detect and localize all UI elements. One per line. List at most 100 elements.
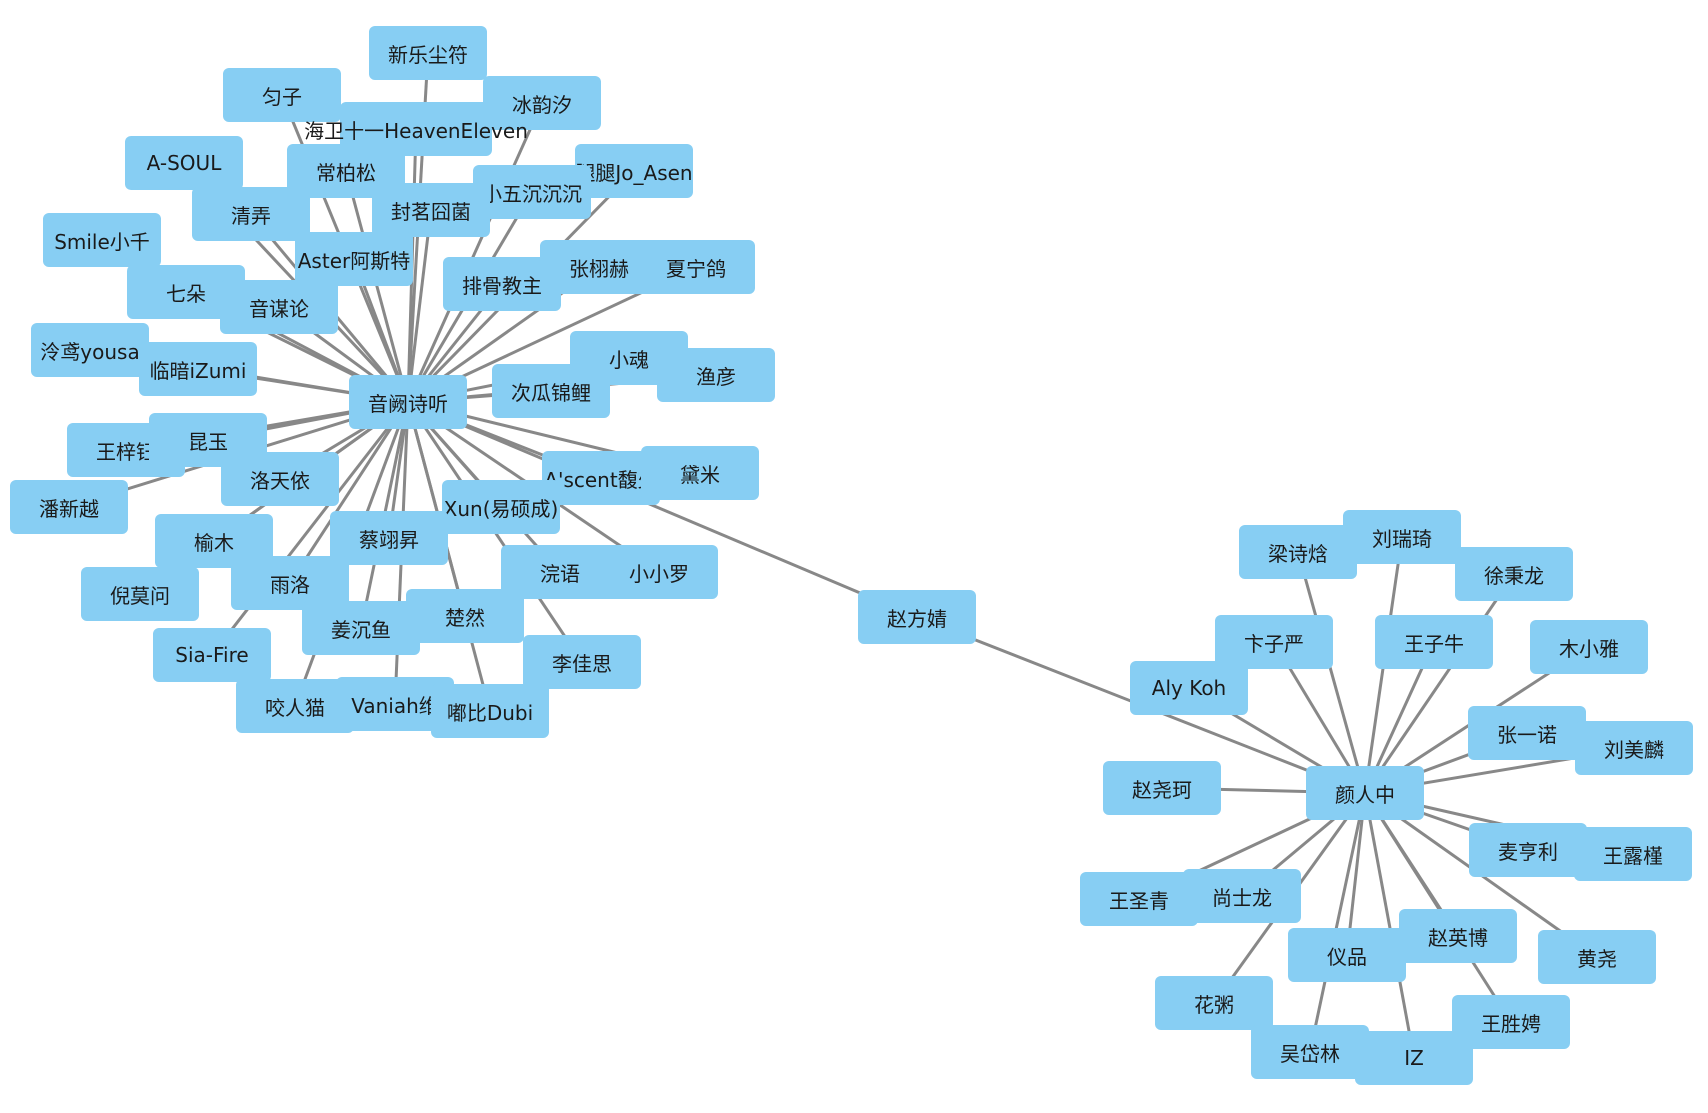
node-siafire[interactable]: Sia-Fire: [153, 628, 271, 682]
edge-yanrz-wudailin: [1308, 792, 1367, 1053]
node-smile[interactable]: Smile小千: [43, 213, 161, 267]
node-label: 清弄: [231, 203, 271, 228]
node-qingnong[interactable]: 清弄: [192, 187, 310, 241]
edge-yanrz-iz: [1363, 792, 1416, 1059]
node-label: Xun(易硕成): [443, 496, 559, 521]
edge-yanrz-wangshp: [1363, 792, 1513, 1023]
node-label: 颜人中: [1335, 782, 1395, 807]
node-aster[interactable]: Aster阿斯特: [295, 232, 413, 286]
node-label: Vaniah维: [351, 693, 439, 718]
node-label: 花粥: [1194, 992, 1234, 1017]
node-luotianyi[interactable]: 洛天依: [221, 452, 339, 506]
node-label: 夏宁鸽: [666, 256, 726, 281]
node-label: 尚士龙: [1212, 885, 1272, 910]
node-label: 王露槿: [1603, 843, 1663, 868]
edge-yinlan-bingyx: [406, 102, 544, 403]
node-label: 排骨教主: [462, 273, 542, 298]
node-lengyuan[interactable]: 泠鸢yousa: [31, 323, 149, 377]
node-bingyx[interactable]: 冰韵汐: [483, 76, 601, 130]
node-liuruiqi[interactable]: 刘瑞琦: [1343, 510, 1461, 564]
node-yinlan[interactable]: 音阙诗听: [349, 375, 467, 429]
edge-yinlan-zhaofj: [407, 400, 918, 619]
node-zhangyn[interactable]: 张一诺: [1468, 706, 1586, 760]
node-label: 泠鸢yousa: [40, 339, 140, 364]
node-label: 黄尧: [1577, 946, 1617, 971]
node-label: 赵英博: [1428, 925, 1488, 950]
edge-yinlan-dubi: [406, 401, 492, 712]
node-label: 七朵: [166, 281, 206, 306]
node-panxy[interactable]: 潘新越: [10, 480, 128, 534]
node-label: IZ: [1404, 1046, 1424, 1070]
node-zhaoyk[interactable]: 赵尧珂: [1103, 761, 1221, 815]
node-label: 王圣青: [1109, 888, 1169, 913]
node-label: A-SOUL: [146, 151, 222, 175]
node-muxiaoya[interactable]: 木小雅: [1530, 620, 1648, 674]
node-label: 音谋论: [249, 296, 309, 321]
node-yinmou[interactable]: 音谋论: [220, 280, 338, 334]
node-label: 小五沉沉沉: [482, 181, 582, 206]
node-label: 赵方婧: [887, 606, 947, 631]
node-label: 匀子: [262, 84, 302, 109]
node-label: 渔彦: [696, 364, 736, 389]
node-wangsq[interactable]: 王圣青: [1080, 872, 1198, 926]
node-label: 雨洛: [270, 572, 310, 597]
node-label: 赵尧珂: [1132, 777, 1192, 802]
node-zhaoyb[interactable]: 赵英博: [1399, 909, 1517, 963]
node-label: 新乐尘符: [388, 42, 468, 67]
edge-yinlan-changbs: [344, 170, 410, 403]
node-label: 临暗iZumi: [149, 358, 247, 383]
node-huangyao[interactable]: 黄尧: [1538, 930, 1656, 984]
node-label: Aster阿斯特: [297, 248, 411, 273]
node-tuitui[interactable]: 腿腿Jo_Asen: [575, 144, 693, 198]
node-caixs[interactable]: 蔡翊昇: [330, 511, 448, 565]
node-label: 昆玉: [188, 429, 228, 454]
node-xiaoxl[interactable]: 小小罗: [600, 545, 718, 599]
node-wangzn[interactable]: 王子牛: [1375, 615, 1493, 669]
node-xiaowu[interactable]: 小五沉沉沉: [473, 165, 591, 219]
node-ciguajl[interactable]: 次瓜锦鲤: [492, 364, 610, 418]
node-label: 倪莫问: [110, 583, 170, 608]
edge-yanrz-xubl: [1363, 573, 1516, 794]
node-label: 卞子严: [1244, 631, 1304, 656]
node-label: Sia-Fire: [175, 643, 249, 667]
node-label: 黛米: [680, 462, 720, 487]
node-dubi[interactable]: 嘟比Dubi: [431, 684, 549, 738]
node-label: 王子牛: [1404, 631, 1464, 656]
node-linan[interactable]: 临暗iZumi: [139, 342, 257, 396]
node-yunzi[interactable]: 匀子: [223, 68, 341, 122]
node-label: 刘美麟: [1604, 737, 1664, 762]
node-label: 仪品: [1327, 944, 1367, 969]
node-yuyan[interactable]: 渔彦: [657, 348, 775, 402]
node-chuaran[interactable]: 楚然: [406, 589, 524, 643]
node-xun[interactable]: Xun(易硕成): [442, 480, 560, 534]
node-wanglj[interactable]: 王露槿: [1574, 827, 1692, 881]
node-label: 潘新越: [39, 496, 99, 521]
node-liangsh[interactable]: 梁诗焓: [1239, 525, 1357, 579]
node-label: 嘟比Dubi: [446, 700, 534, 725]
node-jiangcy[interactable]: 姜沉鱼: [302, 601, 420, 655]
node-wudailin[interactable]: 吴岱林: [1251, 1025, 1369, 1079]
node-lijs[interactable]: 李佳思: [523, 635, 641, 689]
node-label: 小小罗: [629, 561, 689, 586]
node-asoul[interactable]: A-SOUL: [125, 136, 243, 190]
node-label: 麦亨利: [1498, 839, 1558, 864]
node-label: 张一诺: [1497, 722, 1557, 747]
node-fengming[interactable]: 封茗囧菌: [372, 183, 490, 237]
node-label: 咬人猫: [265, 695, 325, 720]
node-daimi[interactable]: 黛米: [641, 446, 759, 500]
node-zhaofj[interactable]: 赵方婧: [858, 590, 976, 644]
node-nimw[interactable]: 倪莫问: [81, 567, 199, 621]
node-yipin[interactable]: 仪品: [1288, 928, 1406, 982]
node-xiany[interactable]: 夏宁鸽: [637, 240, 755, 294]
node-huazhou[interactable]: 花粥: [1155, 976, 1273, 1030]
node-label: 常柏松: [316, 160, 376, 185]
node-iz[interactable]: IZ: [1355, 1031, 1473, 1085]
node-xubl[interactable]: 徐秉龙: [1455, 547, 1573, 601]
node-maiheng[interactable]: 麦亨利: [1469, 823, 1587, 877]
node-alykoh[interactable]: Aly Koh: [1130, 661, 1248, 715]
node-liumeil[interactable]: 刘美麟: [1575, 721, 1693, 775]
node-shangsl[interactable]: 尚士龙: [1183, 869, 1301, 923]
node-yanrz[interactable]: 颜人中: [1306, 766, 1424, 820]
node-xinle[interactable]: 新乐尘符: [369, 26, 487, 80]
